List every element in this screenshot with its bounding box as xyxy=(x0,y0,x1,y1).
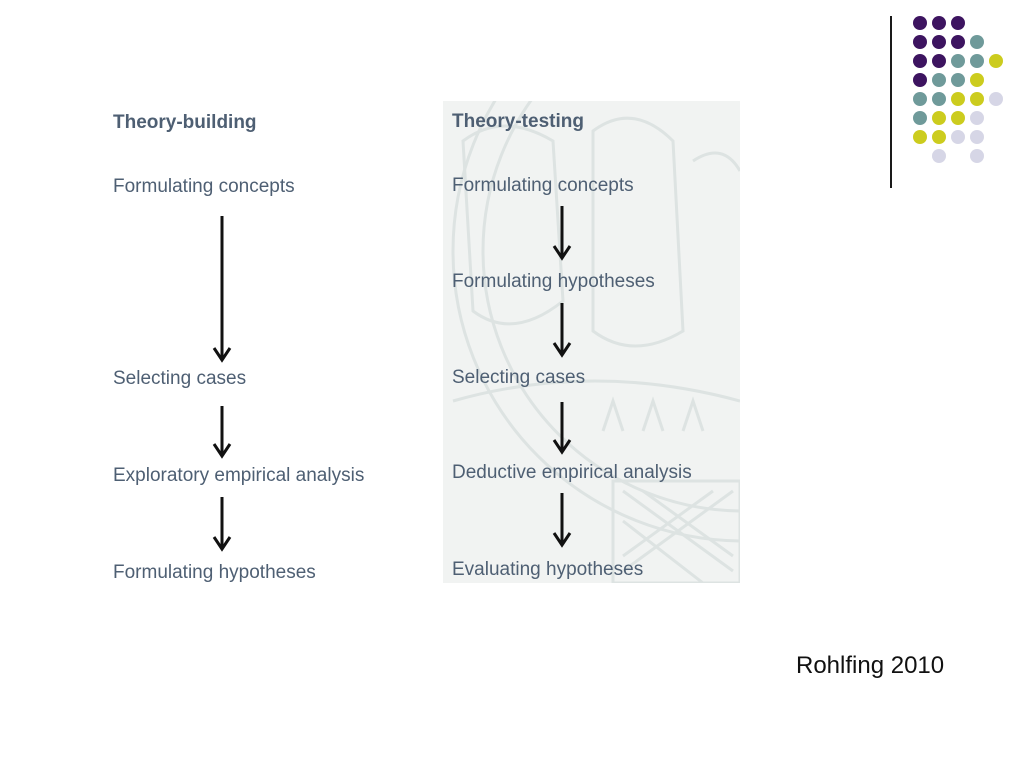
dot xyxy=(970,92,984,106)
dot xyxy=(932,111,946,125)
dot xyxy=(951,54,965,68)
citation-caption: Rohlfing 2010 xyxy=(796,652,945,679)
right-step-3: Selecting cases xyxy=(452,367,586,388)
dot xyxy=(913,35,927,49)
dot xyxy=(932,54,946,68)
arrow-down-icon xyxy=(212,216,232,363)
arrow-down-icon xyxy=(552,206,572,261)
left-step-1: Formulating concepts xyxy=(113,176,295,197)
dot xyxy=(970,73,984,87)
dot xyxy=(932,35,946,49)
dot xyxy=(932,149,946,163)
right-step-5: Evaluating hypotheses xyxy=(452,559,644,580)
dot xyxy=(932,130,946,144)
dot xyxy=(932,16,946,30)
right-step-1: Formulating concepts xyxy=(452,175,634,196)
dot xyxy=(913,16,927,30)
vertical-divider-line xyxy=(890,16,892,188)
theory-building-title: Theory-building xyxy=(113,112,257,133)
theory-testing-panel xyxy=(443,101,740,583)
left-step-3: Exploratory empirical analysis xyxy=(113,465,365,486)
dot xyxy=(989,92,1003,106)
dot xyxy=(951,35,965,49)
decorative-dot-grid xyxy=(0,0,1024,200)
dot xyxy=(970,54,984,68)
left-step-4: Formulating hypotheses xyxy=(113,562,316,583)
arrow-down-icon xyxy=(212,497,232,552)
left-step-2: Selecting cases xyxy=(113,368,247,389)
dot xyxy=(951,111,965,125)
dot xyxy=(913,54,927,68)
dot xyxy=(913,130,927,144)
dot xyxy=(932,92,946,106)
right-step-4: Deductive empirical analysis xyxy=(452,462,692,483)
theory-testing-title: Theory-testing xyxy=(452,111,584,132)
dot xyxy=(913,73,927,87)
dot xyxy=(951,130,965,144)
arrow-down-icon xyxy=(552,493,572,548)
arrow-down-icon xyxy=(552,303,572,358)
arrow-down-icon xyxy=(552,402,572,455)
dot xyxy=(970,130,984,144)
dot xyxy=(970,35,984,49)
dot xyxy=(970,149,984,163)
arrow-down-icon xyxy=(212,406,232,459)
dot xyxy=(932,73,946,87)
dot xyxy=(913,111,927,125)
seal-watermark-icon xyxy=(451,101,740,583)
dot xyxy=(989,54,1003,68)
dot xyxy=(951,92,965,106)
right-step-2: Formulating hypotheses xyxy=(452,271,655,292)
dot xyxy=(970,111,984,125)
dot xyxy=(913,92,927,106)
dot xyxy=(951,16,965,30)
dot xyxy=(951,73,965,87)
